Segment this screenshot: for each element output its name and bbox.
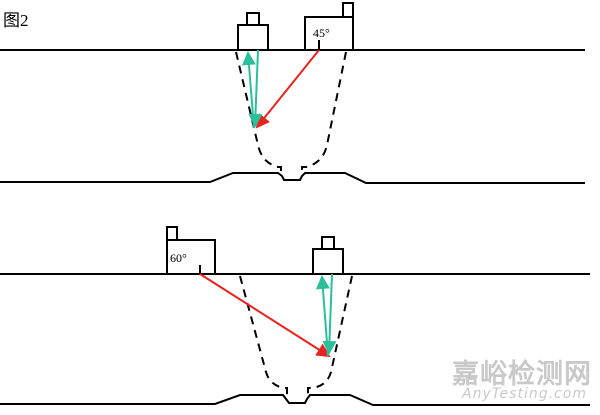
refracted-beam [255, 49, 320, 129]
straight-probe-body [237, 24, 269, 51]
angle-probe-body [304, 16, 354, 51]
reflected-beam-outgoing [248, 49, 263, 128]
straight-probe-body [312, 248, 344, 275]
reflected-beam-outgoing [322, 273, 337, 355]
bottom-surface-line [0, 172, 585, 184]
angle-probe-body [166, 239, 216, 275]
straight-probe-cap [321, 236, 335, 250]
straight-probe-cap [246, 12, 260, 26]
reflected-beam-return [315, 275, 330, 357]
angle-probe-cap [166, 226, 178, 241]
reflected-beam-return [241, 51, 256, 129]
top-diagram [0, 2, 585, 184]
bottom-surface-line [0, 394, 590, 406]
refracted-beam [199, 273, 331, 358]
weld-outline-dashed [235, 51, 347, 173]
bottom-angle-label: 60° [170, 251, 187, 265]
figure-label: 图2 [3, 11, 29, 30]
weld-outline-dashed [239, 275, 353, 395]
angle-probe-cap [342, 2, 354, 18]
watermark-chinese: 嘉峪检测网 [452, 359, 592, 390]
watermark-english: AnyTesting.com [462, 386, 587, 402]
top-angle-label: 45° [313, 26, 330, 40]
bottom-diagram [0, 226, 590, 406]
